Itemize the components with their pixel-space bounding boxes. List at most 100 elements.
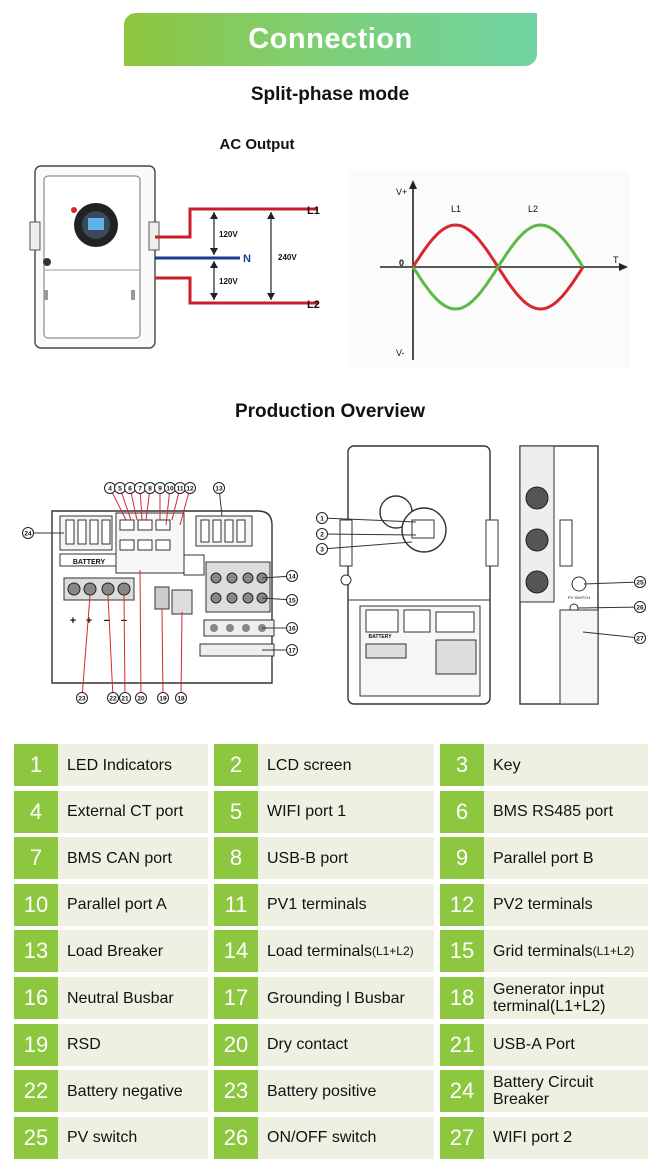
v-plus-label: V+	[396, 187, 407, 197]
legend-label: Battery positive	[267, 1070, 430, 1112]
callout-bubble-20	[135, 692, 147, 704]
legend-label-text: PV2 terminals	[493, 896, 593, 914]
legend-label: BMS RS485 port	[493, 791, 644, 833]
callout-number-9: 9	[158, 486, 162, 493]
legend-number: 6	[440, 790, 484, 833]
legend-label: Key	[493, 744, 644, 786]
legend-number: 25	[14, 1116, 58, 1159]
callout-leader-23	[81, 594, 91, 699]
callout-bubble-1	[316, 512, 328, 524]
callout-bubble-27	[634, 632, 646, 644]
legend-number: 27	[440, 1116, 484, 1159]
callout-number-23: 23	[78, 696, 86, 703]
legend-number: 8	[214, 837, 258, 880]
legend-label-text: WIFI port 2	[493, 1129, 573, 1147]
legend-number: 3	[440, 744, 484, 786]
legend-number: 19	[14, 1023, 58, 1066]
callout-number-16: 16	[288, 626, 296, 633]
callout-leader-12	[179, 487, 191, 526]
callout-number-26: 26	[636, 605, 644, 612]
legend-label-suffix: (L1+L2)	[592, 943, 635, 958]
legend-cell: 19 RSD	[14, 1023, 208, 1066]
page-title: Connection	[248, 23, 413, 55]
split-phase-diagram: AC Output L1 N L2 120V 120V 240V	[29, 136, 630, 368]
wave-l2-label: L2	[528, 204, 538, 214]
legend-label-text: Key	[493, 756, 521, 774]
legend-number: 7	[14, 837, 58, 880]
inverter-front-illustration	[29, 165, 160, 349]
callout-bubble-3	[316, 543, 328, 555]
legend-label-text: External CT port	[67, 803, 184, 821]
legend-label-text: Load Breaker	[67, 942, 164, 960]
callout-number-14: 14	[288, 574, 296, 581]
legend-label-text: PV switch	[67, 1129, 138, 1147]
legend-label: Parallel port A	[67, 884, 204, 926]
legend-number: 17	[214, 977, 258, 1019]
legend-label-text: ON/OFF switch	[267, 1129, 377, 1147]
battery-panel-label-2: BATTERY	[368, 634, 392, 640]
legend-label: USB-A Port	[493, 1024, 644, 1066]
header-banner: Connection	[124, 13, 537, 66]
v-minus-label: V-	[396, 348, 405, 358]
legend-label: WIFI port 1	[267, 791, 430, 833]
legend-cell: 17 Grounding l Busbar	[214, 977, 434, 1019]
legend-number: 23	[214, 1070, 258, 1113]
callout-number-4: 4	[108, 486, 112, 493]
legend-cell: 3 Key	[440, 744, 648, 786]
callout-bubble-2	[316, 528, 328, 540]
callout-bubble-18	[175, 692, 187, 704]
legend-label: ON/OFF switch	[267, 1117, 430, 1159]
callout-bubble-15	[286, 594, 298, 606]
legend-number: 11	[214, 883, 258, 926]
callout-number-6: 6	[128, 486, 132, 493]
legend-label-text: RSD	[67, 1036, 101, 1054]
legend-cell: 27 WIFI port 2	[440, 1116, 648, 1159]
callout-bubble-23	[76, 692, 88, 704]
callout-number-12: 12	[186, 486, 194, 493]
legend-number: 26	[214, 1116, 258, 1159]
callout-number-15: 15	[288, 598, 296, 605]
legend-label-text: Load terminals	[267, 942, 372, 960]
callout-leader-10	[165, 487, 171, 526]
legend-label-text: BMS CAN port	[67, 849, 172, 867]
legend-label: Neutral Busbar	[67, 977, 204, 1019]
legend-label-text: Grounding l Busbar	[267, 989, 405, 1007]
callout-number-11: 11	[177, 486, 184, 493]
split-phase-heading: Split-phase mode	[250, 84, 410, 105]
legend-label-text: BMS RS485 port	[493, 803, 614, 821]
callout-number-19: 19	[159, 696, 167, 703]
callout-leader-1	[321, 517, 417, 523]
callout-number-27: 27	[636, 636, 644, 643]
callout-bubble-21	[119, 692, 131, 704]
legend-label: Battery negative	[67, 1070, 204, 1112]
legend-label-text: USB-B port	[267, 849, 348, 867]
legend-number: 2	[214, 744, 258, 786]
legend-number: 16	[14, 977, 58, 1019]
battery-panel-label: BATTERY	[73, 559, 106, 566]
zero-label: 0	[399, 258, 404, 268]
legend-label-text: Battery Circuit Breaker	[493, 1074, 594, 1109]
callout-number-3: 3	[320, 547, 324, 554]
legend-label-text: Dry contact	[267, 1036, 348, 1054]
legend-label: PV switch	[67, 1117, 204, 1159]
legend-label: Grounding l Busbar	[267, 977, 430, 1019]
voltage-total-label: 240V	[278, 253, 297, 262]
callout-bubble-22	[107, 692, 119, 704]
legend-label-text: Neutral Busbar	[67, 989, 174, 1007]
legend-number: 18	[440, 977, 484, 1019]
legend-label-suffix: (L1+L2)	[371, 943, 414, 958]
callout-leader-2	[321, 533, 417, 536]
